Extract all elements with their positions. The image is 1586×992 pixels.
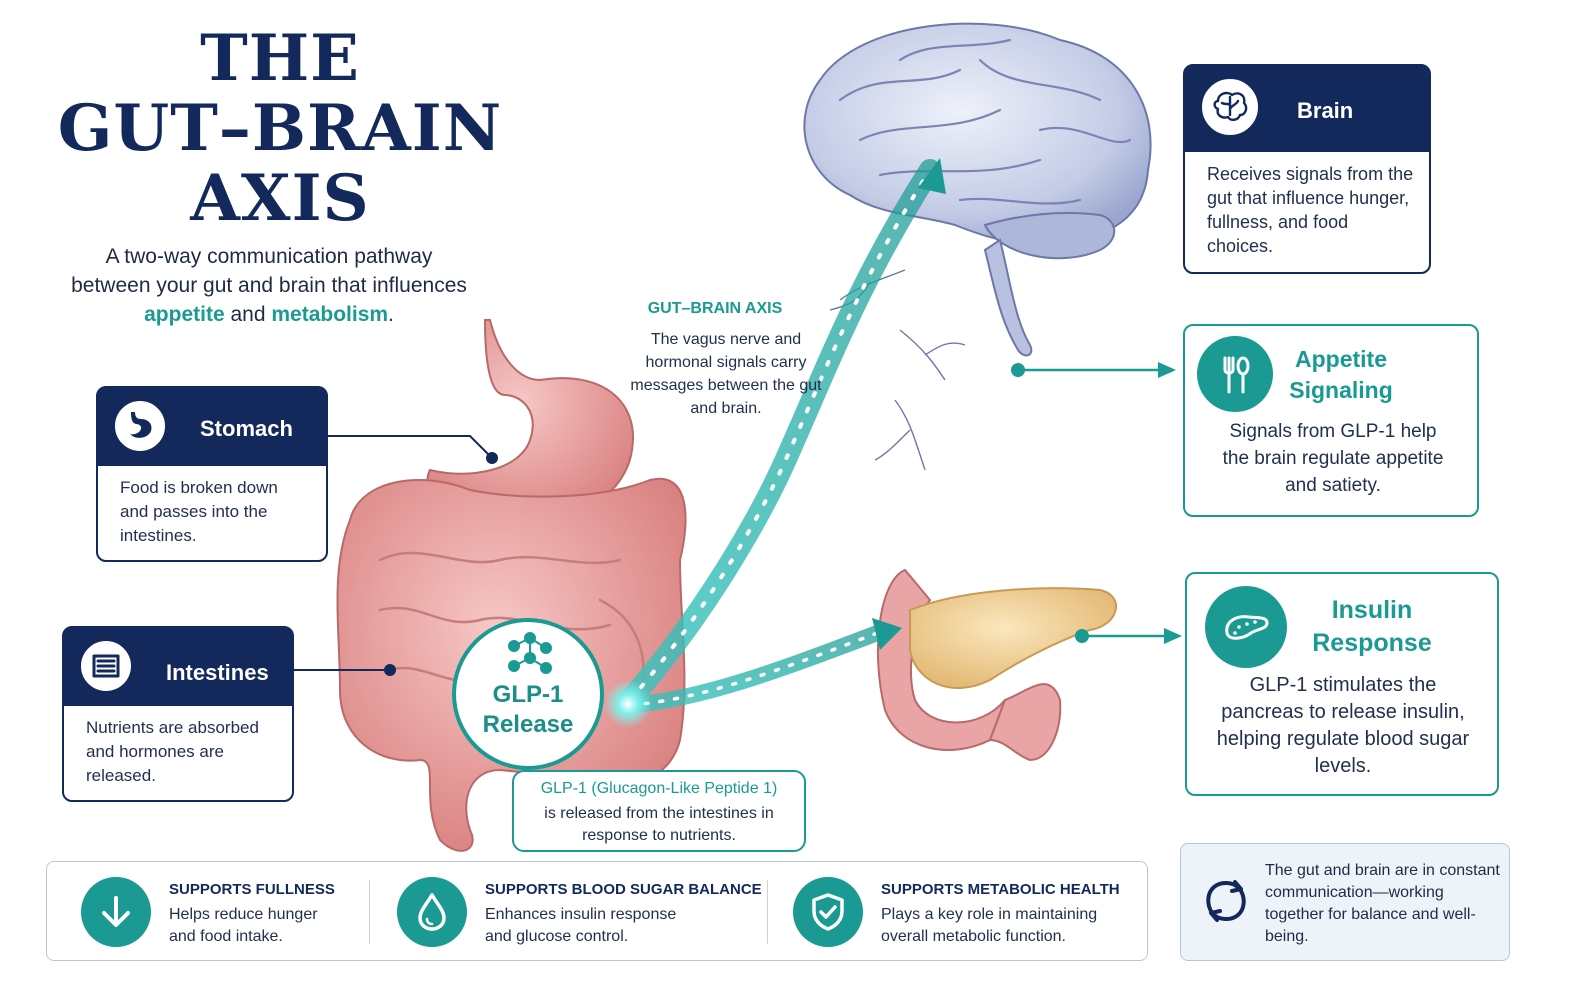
glp1-info-box: GLP-1 (Glucagon-Like Peptide 1) is relea… (512, 770, 806, 852)
appetite-title-line-2: Signaling (1289, 377, 1393, 403)
intestines-card-title: Intestines (166, 660, 269, 685)
benefit-blood-sugar-desc-1: Enhances insulin response (485, 906, 677, 923)
glp1-info-title: GLP-1 (Glucagon-Like Peptide 1) (540, 780, 778, 797)
benefit-blood-sugar-desc-2: and glucose control. (485, 928, 629, 945)
title-line-3: AXIS (190, 161, 370, 236)
stomach-icon (112, 398, 168, 454)
connector-appetite (1011, 362, 1176, 378)
brain-card: Brain Receives signals from the gut that… (1183, 64, 1431, 274)
connector-insulin (1075, 628, 1182, 644)
intestines-card-header: Intestines (64, 628, 292, 706)
appetite-card: Appetite Signaling Signals from GLP-1 he… (1183, 324, 1479, 517)
benefit-metabolic-desc-1: Plays a key role in maintaining (881, 906, 1098, 923)
axis-title: GUT–BRAIN AXIS (647, 300, 783, 317)
fork-spoon-icon (1197, 336, 1273, 412)
communication-note: The gut and brain are in constant commun… (1180, 843, 1510, 961)
benefit-fullness-desc-2: and food intake. (169, 928, 283, 945)
glp1-info-desc: is released from the intestines in respo… (544, 805, 774, 844)
appetite-card-title: Appetite Signaling (1279, 344, 1403, 406)
benefit-metabolic-desc: Plays a key role in maintaining overall … (881, 904, 1097, 948)
signal-stream-brain (619, 158, 946, 711)
stomach-card-header: Stomach (98, 388, 326, 466)
intro-text: A two-way communication pathway between … (64, 242, 474, 329)
benefit-fullness: SUPPORTS FULLNESS Helps reduce hunger an… (81, 862, 381, 960)
intro-highlight-metabolism: metabolism (271, 303, 389, 326)
title-line-2: GUT–BRAIN (57, 91, 503, 166)
benefit-divider (767, 880, 768, 944)
insulin-card-desc: GLP-1 stimulates the pancreas to release… (1216, 674, 1470, 777)
glp1-label-line-2: Release (482, 711, 574, 738)
benefit-blood-sugar-title: SUPPORTS BLOOD SUGAR BALANCE (485, 881, 762, 898)
drop-icon (397, 877, 467, 947)
stomach-card-desc: Food is broken down and passes into the … (120, 478, 278, 545)
brain-card-desc: Receives signals from the gut that influ… (1207, 164, 1414, 256)
brain-icon (1199, 76, 1261, 138)
intro-part-1: A two-way communication pathway between … (71, 245, 467, 297)
stomach-card: Stomach Food is broken down and passes i… (96, 386, 328, 562)
glp1-label-line-1: GLP-1 (492, 681, 564, 708)
intestines-card-desc: Nutrients are absorbed and hormones are … (86, 718, 259, 785)
brain-card-title: Brain (1297, 98, 1354, 123)
benefit-metabolic-title: SUPPORTS METABOLIC HEALTH (881, 881, 1120, 898)
intestines-card: Intestines Nutrients are absorbed and ho… (62, 626, 294, 802)
brain-card-header: Brain (1185, 66, 1429, 152)
intro-part-3: . (388, 303, 394, 326)
intro-highlight-appetite: appetite (144, 303, 225, 326)
shield-check-icon (793, 877, 863, 947)
benefit-metabolic: SUPPORTS METABOLIC HEALTH Plays a key ro… (793, 862, 1143, 960)
benefit-fullness-desc: Helps reduce hunger and food intake. (169, 904, 318, 948)
title-line-1: THE (200, 21, 360, 96)
insulin-card: Insulin Response GLP-1 stimulates the pa… (1185, 572, 1499, 796)
stomach-card-title: Stomach (200, 416, 293, 441)
benefits-bar: SUPPORTS FULLNESS Helps reduce hunger an… (46, 861, 1148, 961)
arrow-down-icon (81, 877, 151, 947)
insulin-title-line-2: Response (1312, 629, 1432, 657)
cycle-arrows-icon (1206, 880, 1246, 922)
insulin-title-line-1: Insulin (1331, 596, 1413, 624)
benefit-blood-sugar-desc: Enhances insulin response and glucose co… (485, 904, 676, 948)
intestines-icon (78, 638, 134, 694)
molecule-icon (508, 632, 552, 674)
signal-stream-pancreas (622, 618, 902, 713)
pancreas-icon (1205, 586, 1287, 668)
release-glow (604, 680, 652, 728)
benefit-divider (369, 880, 370, 944)
intro-part-2: and (224, 303, 272, 326)
page-title: THE GUT–BRAIN AXIS (20, 24, 540, 234)
axis-desc: The vagus nerve and hormonal signals car… (630, 331, 822, 417)
benefit-fullness-title: SUPPORTS FULLNESS (169, 881, 335, 898)
pancreas-illustration (876, 568, 1117, 762)
benefit-fullness-desc-1: Helps reduce hunger (169, 906, 318, 923)
connector-intestines (294, 664, 396, 676)
communication-note-text: The gut and brain are in constant commun… (1265, 862, 1500, 945)
glp1-release-label: GLP-1 Release (452, 680, 604, 740)
brain-illustration (803, 22, 1152, 357)
glp1-release-badge (452, 618, 604, 770)
appetite-title-line-1: Appetite (1295, 346, 1387, 372)
benefit-blood-sugar: SUPPORTS BLOOD SUGAR BALANCE Enhances in… (397, 862, 762, 960)
benefit-metabolic-desc-2: overall metabolic function. (881, 928, 1066, 945)
insulin-card-title: Insulin Response (1297, 594, 1447, 660)
connector-stomach (328, 435, 498, 464)
appetite-card-desc: Signals from GLP-1 help the brain regula… (1222, 421, 1444, 496)
